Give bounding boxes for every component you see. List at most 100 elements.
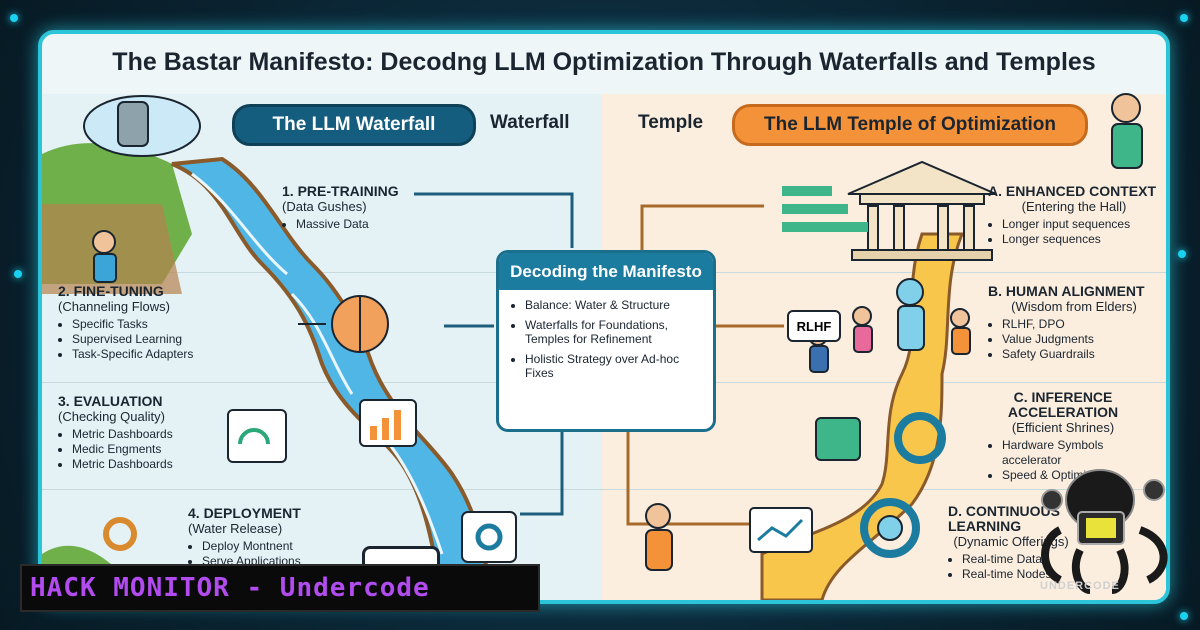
gear-icon (894, 412, 946, 464)
ai-badge-icon (1143, 479, 1165, 501)
stage-item: Medic Engments (72, 442, 228, 457)
stage-item: Deploy Montnent (202, 539, 348, 554)
stage-enhanced-context: A. ENHANCED CONTEXT (Entering the Hall) … (988, 184, 1160, 247)
stage-heading: C. INFERENCE ACCELERATION (1007, 389, 1119, 420)
circuit-dot (1178, 250, 1186, 258)
circuit-dot (1180, 14, 1188, 22)
river (171, 156, 495, 600)
stage-subheading: (Water Release) (188, 521, 283, 536)
stage-subheading: (Checking Quality) (58, 409, 165, 424)
hack-monitor-banner: HACK MONITOR - Undercode (20, 564, 540, 612)
waterfall-pill: The LLM Waterfall (232, 104, 476, 146)
person-icon (809, 345, 829, 373)
connector-arrow (626, 428, 758, 526)
person-icon (852, 306, 872, 326)
stage-heading: A. ENHANCED CONTEXT (988, 183, 1157, 199)
temple-column (937, 205, 949, 251)
context-arrow-icon (782, 204, 848, 214)
dashboard-icon (227, 409, 287, 463)
temple-icon (847, 160, 997, 195)
stage-finetuning: 2. FINE-TUNING (Channeling Flows) Specif… (58, 284, 238, 362)
circuit-dot (14, 270, 22, 278)
stage-item: Hardware Symbols accelerator (1002, 438, 1138, 468)
stage-pretraining: 1. PRE-TRAINING (Data Gushes) Massive Da… (282, 184, 412, 232)
stage-deployment: 4. DEPLOYMENT (Water Release) Deploy Mon… (188, 506, 348, 569)
ai-badge-icon (1041, 489, 1063, 511)
stage-item: Supervised Learning (72, 332, 238, 347)
stage-human-alignment: B. HUMAN ALIGNMENT (Wisdom from Elders) … (988, 284, 1160, 362)
stage-subheading: (Wisdom from Elders) (1011, 299, 1137, 314)
stage-subheading: (Dynamic Offerings) (953, 534, 1069, 549)
manifesto-box: Decoding the Manifesto Balance: Water & … (496, 250, 716, 432)
stage-item: Safety Guardrails (1002, 347, 1160, 362)
banner-text: HACK MONITOR - Undercode (30, 573, 430, 603)
stage-continuous-learning: D. CONTINUOUS LEARNING (Dynamic Offering… (948, 504, 1074, 582)
stage-subheading: (Channeling Flows) (58, 299, 170, 314)
stage-item: RLHF, DPO (1002, 317, 1160, 332)
stage-heading: 1. PRE-TRAINING (282, 183, 399, 199)
infographic-panel: The Bastar Manifesto: Decodng LLM Optimi… (38, 30, 1170, 604)
context-arrow-icon (782, 186, 832, 196)
stage-item: Task-Specific Adapters (72, 347, 238, 362)
database-icon (117, 101, 149, 147)
stage-subheading: (Efficient Shrines) (1011, 420, 1115, 435)
stage-heading: B. HUMAN ALIGNMENT (988, 283, 1145, 299)
stage-item: Specific Tasks (72, 317, 238, 332)
person-icon (1111, 93, 1141, 123)
temple-steps (851, 249, 993, 261)
stage-item: Real-time Data (962, 552, 1074, 567)
person-icon (645, 529, 673, 571)
stage-item: Longer input sequences (1002, 217, 1160, 232)
person-icon (951, 327, 971, 355)
manifesto-item: Holistic Strategy over Ad-hoc Fixes (525, 352, 707, 380)
gear-box-icon (461, 511, 517, 563)
person-icon (92, 230, 116, 254)
person-icon (950, 308, 970, 328)
stage-item: Value Judgments (1002, 332, 1160, 347)
temple-column (893, 205, 905, 251)
bar-chart-icon (382, 418, 389, 440)
chip-icon (815, 417, 861, 461)
gear-icon (860, 498, 920, 558)
connector-arrow (640, 204, 764, 250)
connector-arrow (414, 192, 574, 248)
person-icon (645, 503, 671, 529)
gauge-icon (238, 428, 270, 445)
context-arrow-icon (782, 222, 868, 232)
stage-item: Massive Data (296, 217, 412, 232)
bar-chart-icon (394, 410, 401, 440)
circuit-dot (1180, 612, 1188, 620)
stage-item: Metric Dashboards (72, 427, 228, 442)
person-icon (93, 253, 117, 283)
stage-heading: D. CONTINUOUS LEARNING (948, 503, 1060, 534)
connector-arrow (520, 428, 564, 516)
person-icon (1111, 123, 1143, 169)
stage-heading: 3. EVALUATION (58, 393, 163, 409)
manifesto-item: Waterfalls for Foundations, Temples for … (525, 318, 707, 346)
manifesto-item: Balance: Water & Structure (525, 298, 707, 312)
person-icon (897, 305, 925, 351)
globe-icon (877, 515, 903, 541)
stage-heading: 2. FINE-TUNING (58, 283, 164, 299)
stage-item: Metric Dashboards (72, 457, 228, 472)
circuit-dot (10, 14, 18, 22)
stage-item: Longer sequences (1002, 232, 1160, 247)
stage-heading: 4. DEPLOYMENT (188, 505, 301, 521)
page-title: The Bastar Manifesto: Decodng LLM Optimi… (112, 48, 1096, 76)
octopus-tentacles (1041, 526, 1168, 594)
waterfall-tag: Waterfall (490, 112, 570, 133)
stage-item: Real-time Nodes (962, 567, 1074, 582)
temple-column (867, 205, 879, 251)
monitor-icon (749, 507, 813, 553)
octopus-hacker-logo (1041, 469, 1168, 594)
undercode-watermark: UNDERCODE (1040, 580, 1120, 592)
stage-subheading: (Entering the Hall) (1021, 199, 1127, 214)
stage-evaluation: 3. EVALUATION (Checking Quality) Metric … (58, 394, 228, 472)
rlhf-speech-icon: RLHF (787, 310, 841, 342)
temple-tag: Temple (638, 112, 704, 133)
temple-column (963, 205, 975, 251)
bar-chart-icon (370, 426, 377, 440)
gear-icon (103, 517, 137, 551)
person-icon (853, 325, 873, 353)
temple-pill: The LLM Temple of Optimization (732, 104, 1088, 146)
